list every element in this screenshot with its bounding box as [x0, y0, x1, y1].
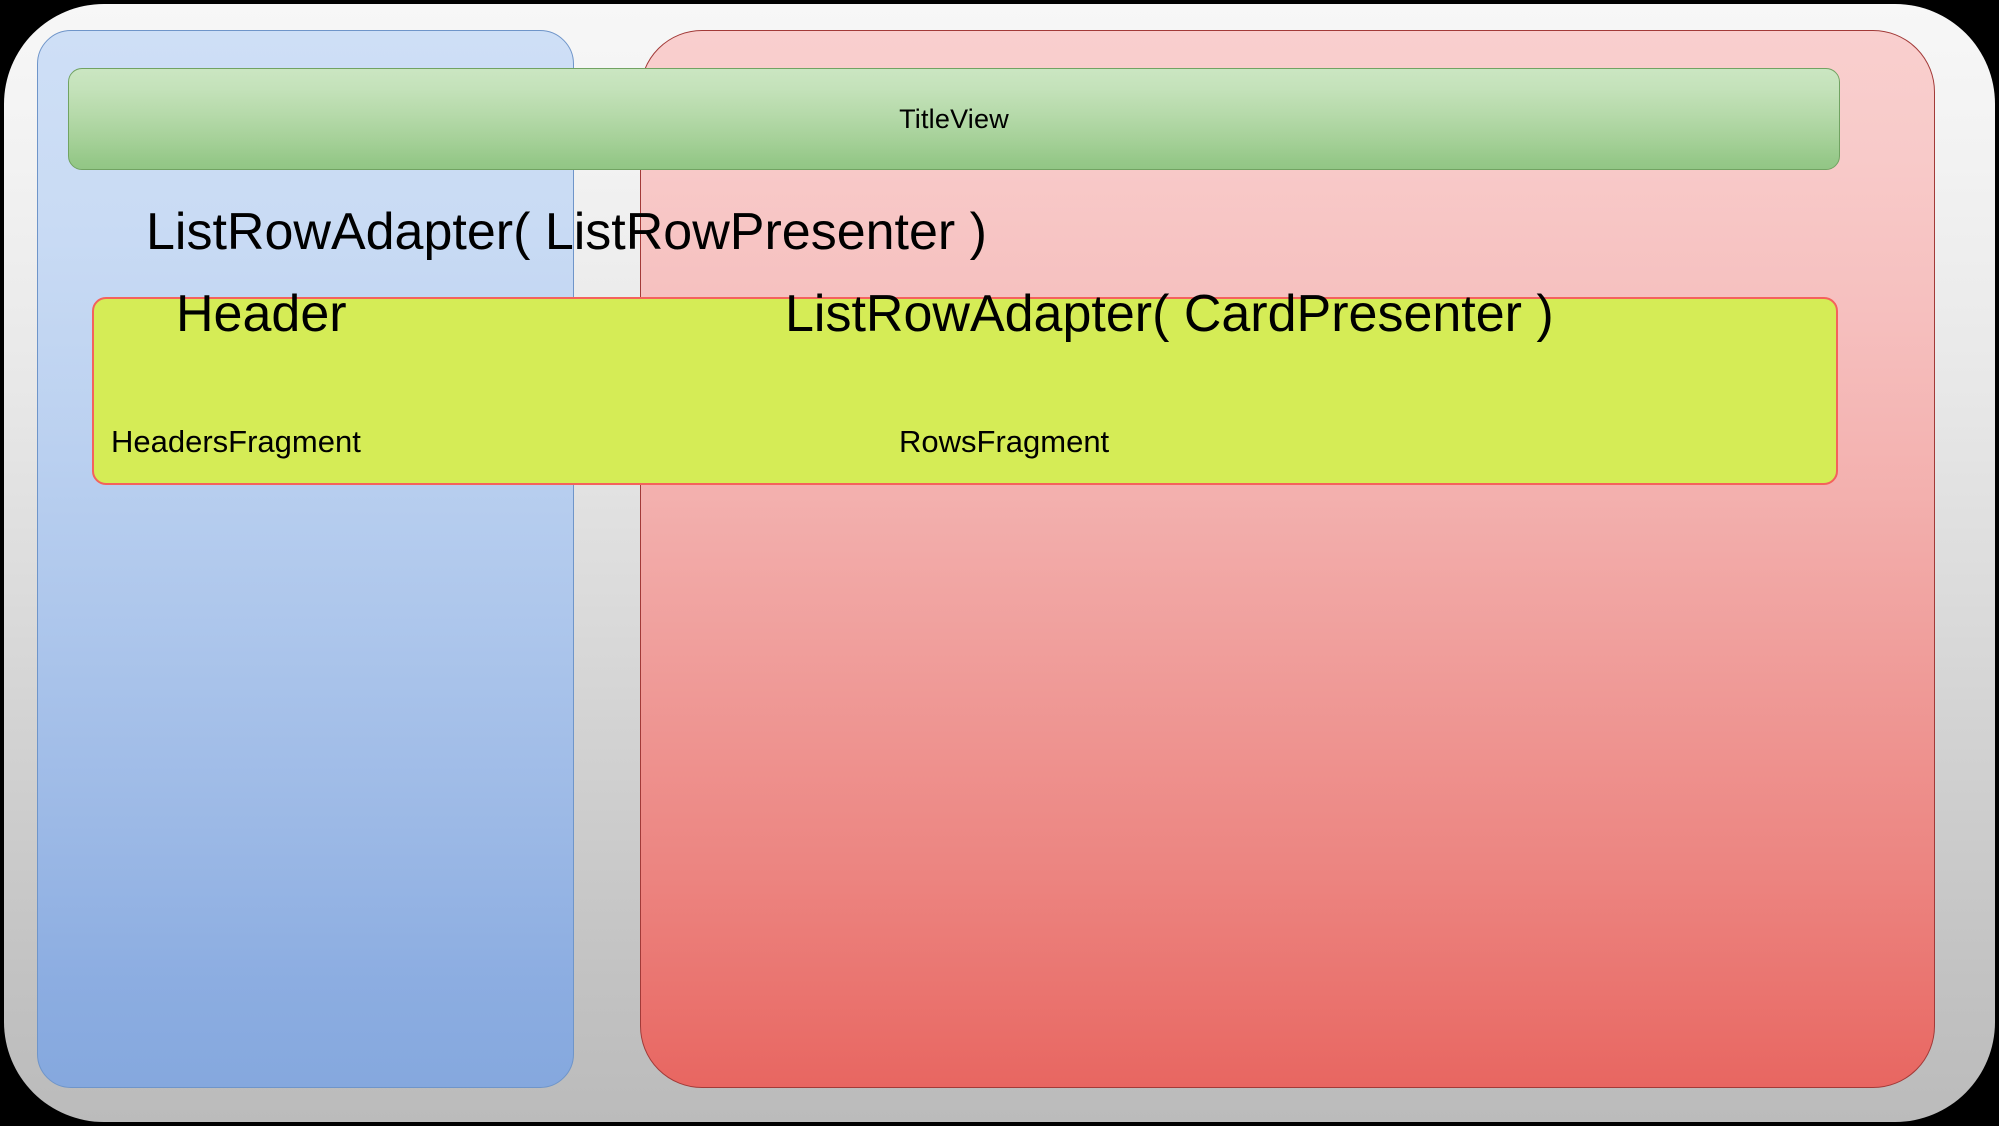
headers-fragment-panel: [37, 30, 574, 1088]
title-view-label: TitleView: [899, 103, 1009, 134]
title-view-box: TitleView: [68, 68, 1840, 170]
list-row-adapter-list-row-presenter-label: ListRowAdapter( ListRowPresenter ): [146, 203, 987, 261]
list-row-adapter-card-presenter-label: ListRowAdapter( CardPresenter ): [785, 285, 1554, 343]
rows-fragment-label: RowsFragment: [899, 424, 1110, 459]
rows-fragment-panel: [640, 30, 1935, 1088]
headers-fragment-label: HeadersFragment: [111, 424, 361, 459]
list-row-adapter-box: [92, 297, 1838, 485]
header-label: Header: [176, 285, 347, 343]
